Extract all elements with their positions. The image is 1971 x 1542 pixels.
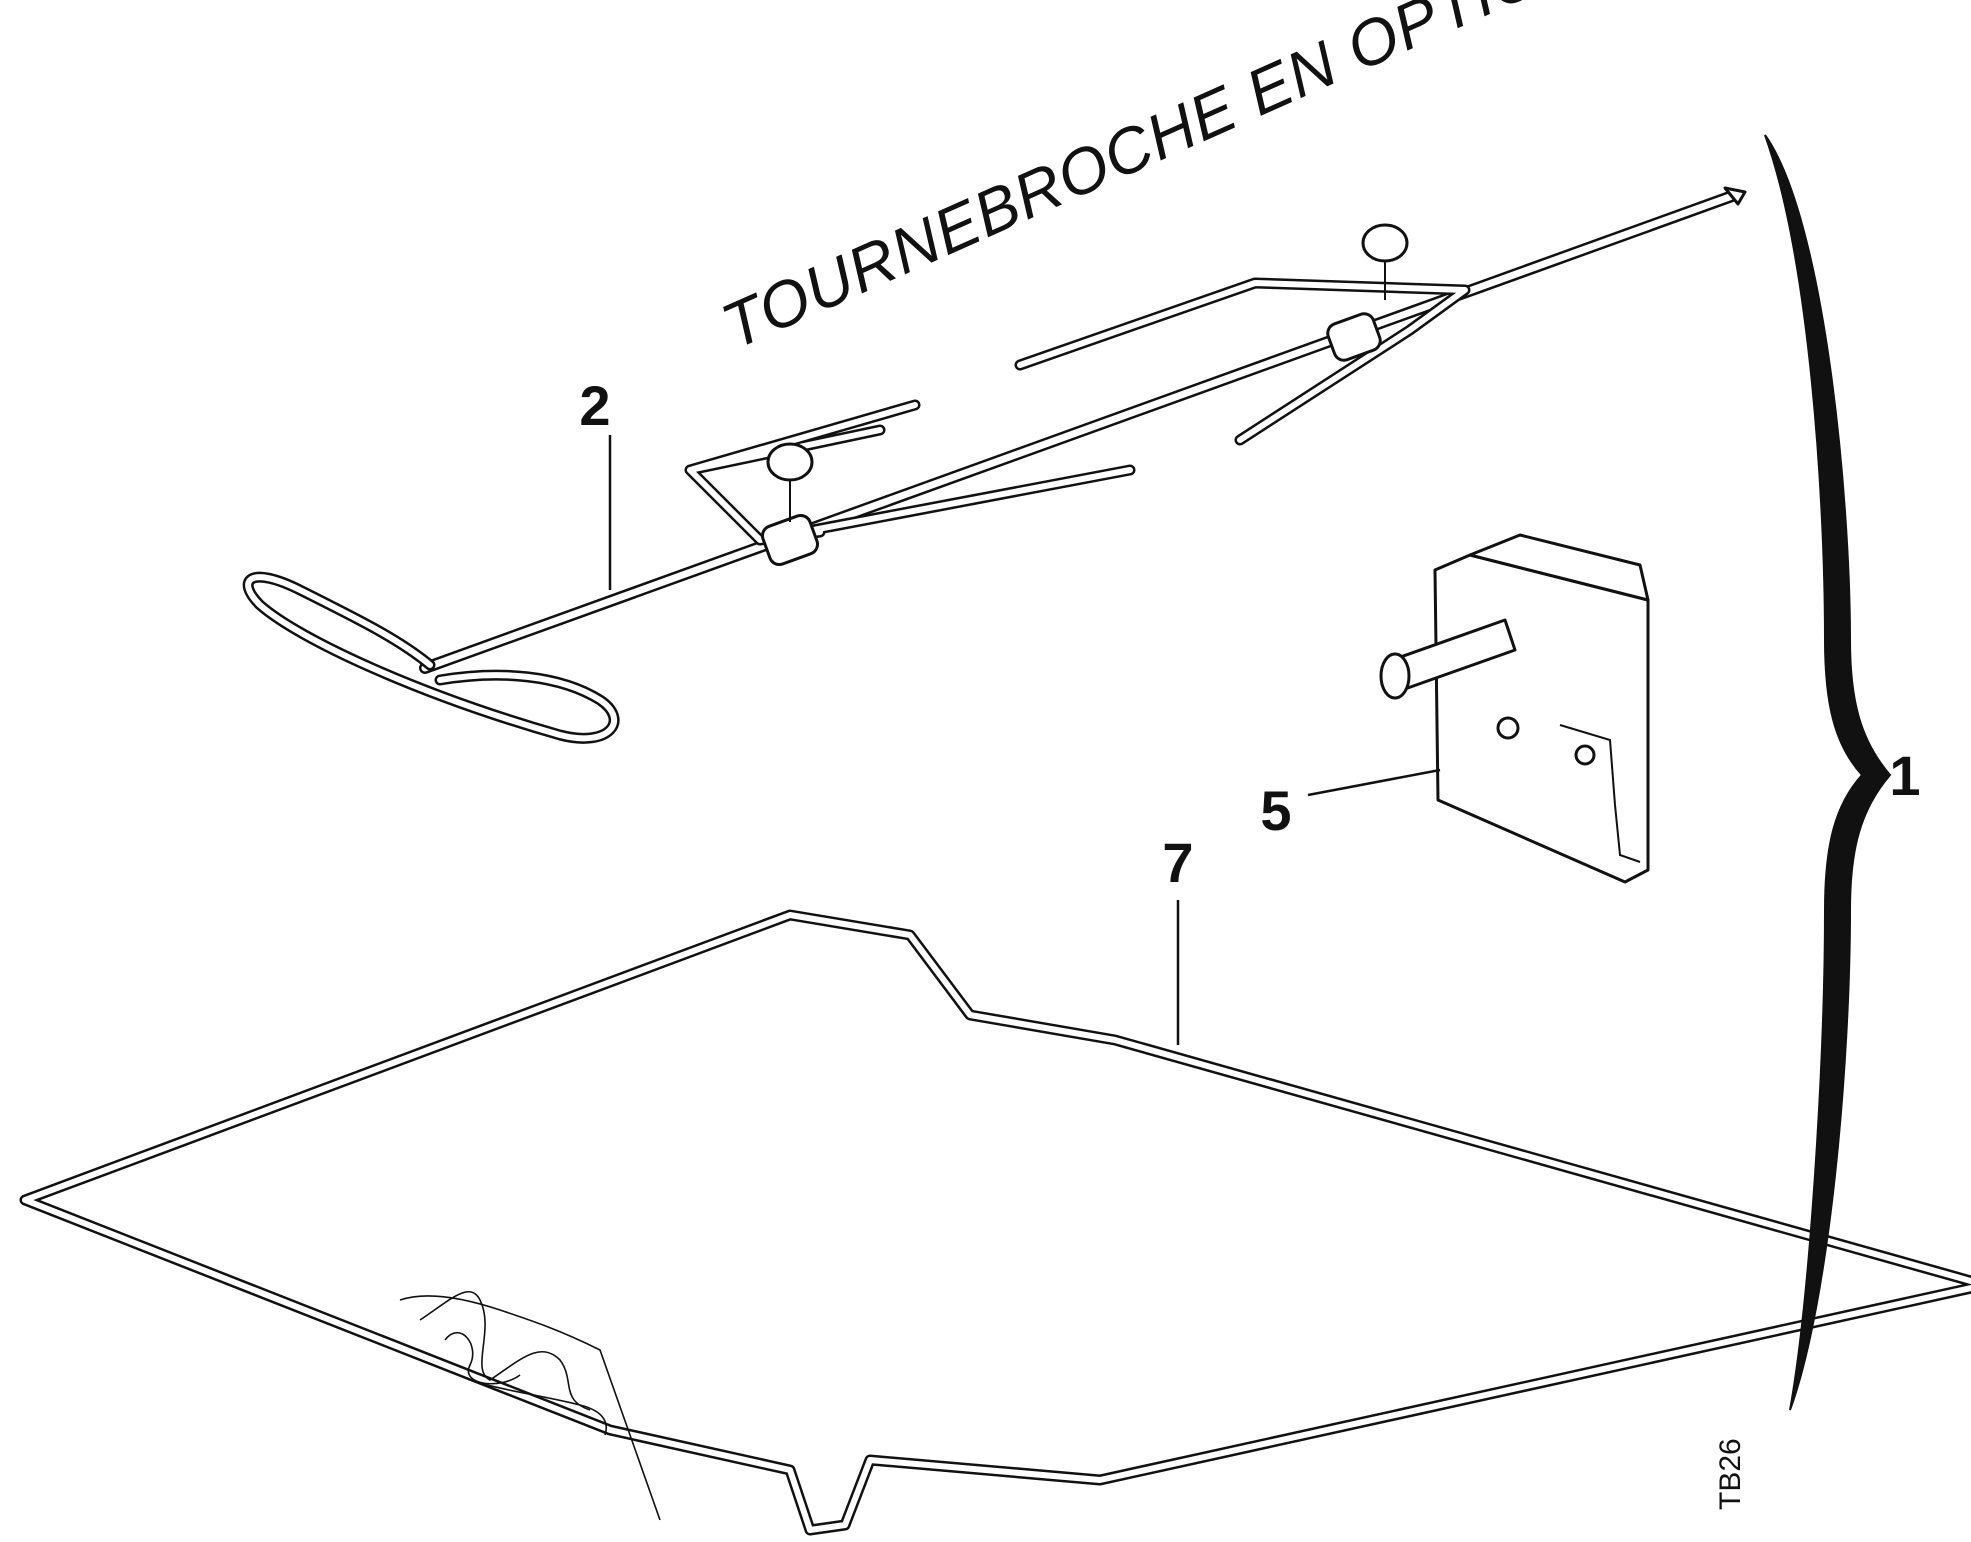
assembly-bracket — [1764, 134, 1892, 1411]
heating-element — [19, 909, 1971, 1536]
rotisserie-spit — [242, 186, 1747, 744]
signature-mark — [399, 1290, 661, 1521]
callout-5: 5 — [1260, 779, 1291, 842]
callout-2: 2 — [579, 374, 610, 437]
diagram-title: TOURNEBROCHE EN OPTION — [711, 0, 1594, 363]
rotisserie-motor — [1379, 533, 1650, 884]
leader-line-5 — [1307, 768, 1441, 797]
drawing-code: TB26 — [1714, 1438, 1747, 1510]
callout-1: 1 — [1889, 744, 1920, 807]
callout-7: 7 — [1162, 831, 1193, 894]
